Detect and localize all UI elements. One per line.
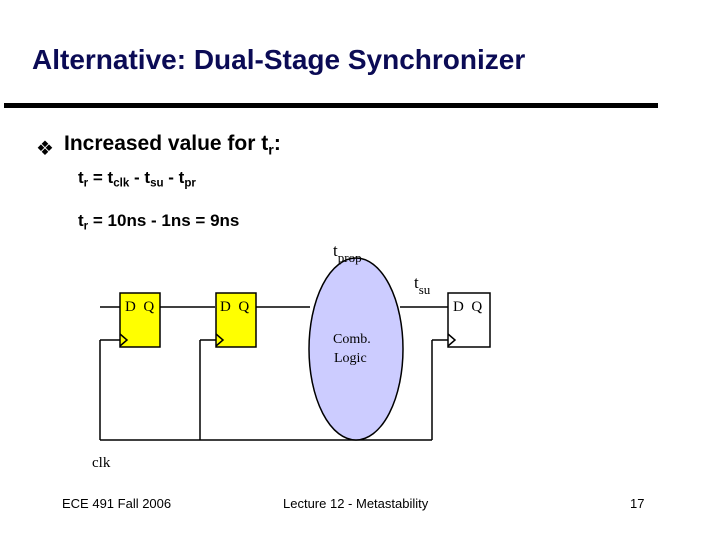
equation-tr-value: tr = 10ns - 1ns = 9ns [78,211,240,233]
tprop-main: t [333,241,338,260]
eq1-minus1: - t [129,168,151,187]
ff2-clock-triangle-icon [215,333,225,347]
eq1-eq: = t [88,168,114,187]
tprop-label: tprop [333,241,362,265]
clk-label: clk [92,455,111,471]
eq1-su-sub: su [150,177,164,190]
bullet-text: Increased value for tr: [64,132,281,159]
flip-flop-1 [119,292,161,348]
title-divider [4,103,658,108]
eq1-t-sub: r [83,177,89,190]
eq1-t: t [78,168,84,187]
ff2-label: D Q [220,299,249,315]
eq2-t: t [78,211,84,230]
comb-logic-block [308,257,404,441]
footer-page-number: 17 [630,496,645,511]
bullet-icon: ❖ [36,138,54,160]
tprop-sub: prop [338,250,362,265]
flip-flop-3 [447,292,491,348]
comb-label-line1: Comb. [333,332,371,347]
eq1-clk-sub: clk [113,177,130,190]
comb-label-line2: Logic [334,351,367,366]
ff1-clock-triangle-icon [119,333,129,347]
flip-flop-2 [215,292,257,348]
eq1-minus2: - t [163,168,185,187]
footer-course: ECE 491 Fall 2006 [62,496,172,511]
slide-title: Alternative: Dual-Stage Synchronizer [32,44,526,75]
bullet-suffix: : [273,132,281,155]
ff3-label: D Q [453,299,482,315]
eq2-t-sub: r [83,220,89,233]
eq1-pr-sub: pr [184,177,196,190]
equation-tr-formula: tr = tclk - tsu - tpr [78,168,196,190]
footer-lecture: Lecture 12 - Metastability [283,496,429,511]
bullet-sub: r [268,142,274,159]
ff3-clock-triangle-icon [447,333,457,347]
bullet-main: Increased value for t [64,132,269,155]
tsu-label: tsu [414,273,431,297]
tsu-main: t [414,273,419,292]
eq2-rest: = 10ns - 1ns = 9ns [88,211,240,230]
ff1-label: D Q [125,299,154,315]
tsu-sub: su [419,282,431,297]
